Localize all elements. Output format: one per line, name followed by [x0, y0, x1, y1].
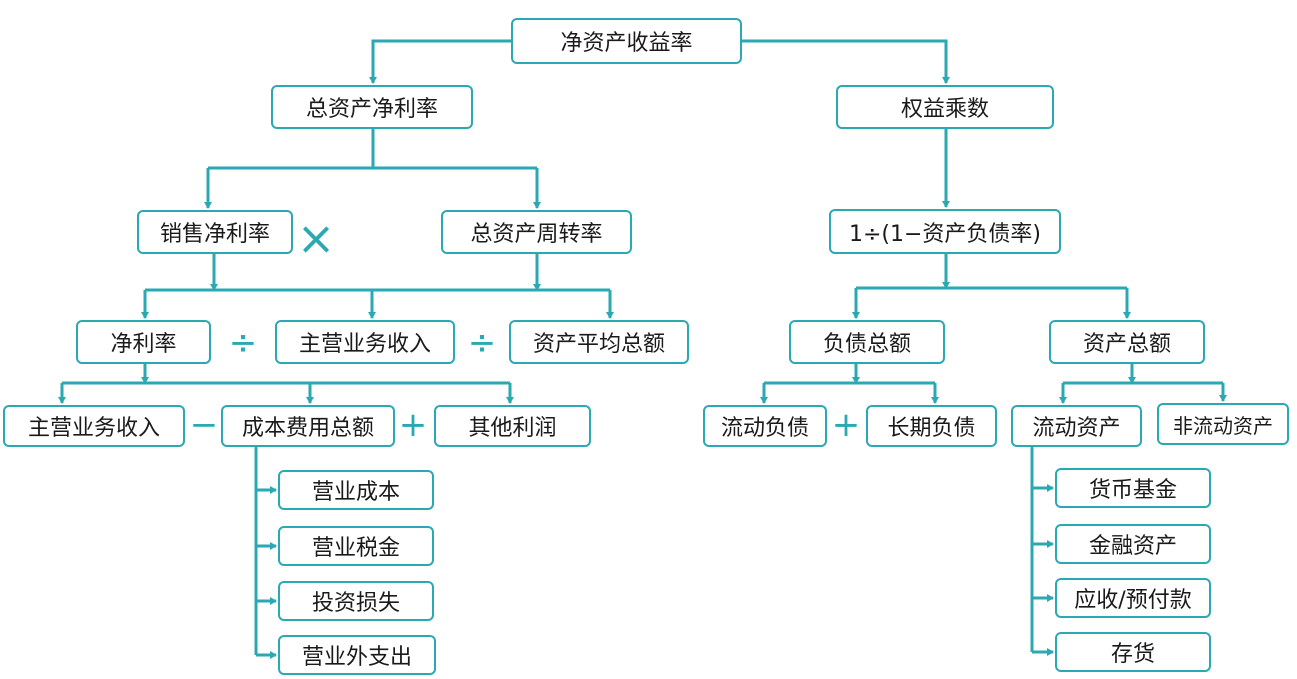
divide-operator-2: ÷ [467, 323, 497, 363]
node-main-revenue: 主营业务收入 [275, 320, 455, 364]
node-inventory: 存货 [1055, 632, 1211, 672]
node-avg-total-assets: 资产平均总额 [509, 320, 689, 364]
node-asset-turnover: 总资产周转率 [441, 210, 632, 254]
node-current-liabilities: 流动负债 [703, 405, 827, 447]
node-receivables: 应收/预付款 [1055, 578, 1211, 618]
node-other-profit: 其他利润 [434, 405, 591, 447]
node-investment-loss: 投资损失 [278, 581, 434, 621]
node-financial-assets: 金融资产 [1055, 524, 1211, 564]
node-net-profit-margin: 销售净利率 [137, 210, 293, 254]
node-equity-multiplier: 权益乘数 [836, 85, 1054, 129]
node-total-costs: 成本费用总额 [221, 405, 395, 447]
node-monetary-fund: 货币基金 [1055, 468, 1211, 508]
minus-operator: − [189, 405, 219, 445]
node-net-profit: 净利率 [76, 320, 211, 364]
plus-operator-2: + [831, 405, 861, 445]
node-operating-cost: 营业成本 [278, 470, 434, 510]
node-non-current-assets: 非流动资产 [1157, 403, 1289, 445]
node-operating-tax: 营业税金 [278, 526, 434, 566]
node-roe: 净资产收益率 [511, 18, 742, 64]
node-main-revenue-2: 主营业务收入 [3, 405, 185, 447]
node-equity-multiplier-formula: 1÷(1−资产负债率) [829, 209, 1061, 254]
node-non-operating-expense: 营业外支出 [278, 635, 436, 675]
edge-roe-right [742, 39, 950, 84]
node-total-liabilities: 负债总额 [789, 320, 945, 364]
node-current-assets: 流动资产 [1011, 405, 1142, 447]
node-roa: 总资产净利率 [271, 85, 473, 129]
plus-operator-1: + [398, 405, 428, 445]
node-long-term-liabilities: 长期负债 [866, 405, 997, 447]
divide-operator-1: ÷ [228, 323, 258, 363]
edge-roe-left [369, 39, 511, 84]
multiply-operator: × [296, 211, 336, 265]
node-total-assets: 资产总额 [1049, 320, 1205, 364]
